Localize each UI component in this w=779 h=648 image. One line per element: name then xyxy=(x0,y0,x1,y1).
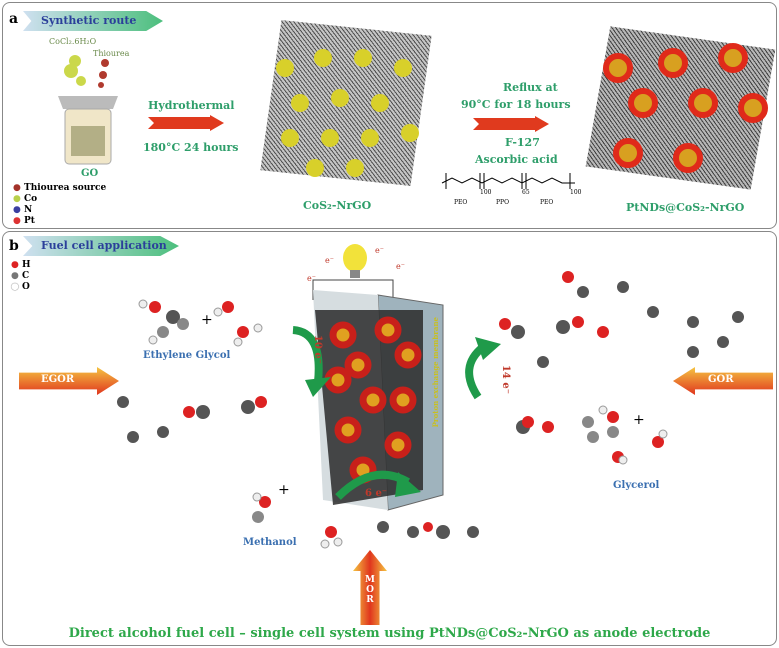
legend-item: ● O xyxy=(11,282,30,292)
block-peo2: PEO xyxy=(540,199,554,206)
legend-item: ● C xyxy=(11,271,30,281)
step1-top: Hydrothermal xyxy=(148,99,235,112)
plus-sign: + xyxy=(201,312,213,328)
molecules xyxy=(117,271,744,549)
polymer-structure xyxy=(441,173,575,189)
product1-label: CoS₂-NrGO xyxy=(303,199,372,212)
arrow-right-icon xyxy=(473,116,549,132)
green-arrow-bottom-icon xyxy=(335,470,421,500)
step2-bottom1: F-127 xyxy=(505,136,540,149)
product2-label: PtNDs@CoS₂-NrGO xyxy=(626,201,745,214)
fuel-cell-illustration xyxy=(312,244,444,511)
circuit-electron: e⁻ xyxy=(375,246,384,255)
block-peo1: PEO xyxy=(454,199,468,206)
cos2-particles xyxy=(276,49,419,177)
circuit-electron: e⁻ xyxy=(325,256,334,265)
electrons-6: 6 e⁻ xyxy=(365,488,388,499)
caption: Direct alcohol fuel cell – single cell s… xyxy=(68,626,711,641)
legend-b: ● H ● C ● O xyxy=(11,260,31,293)
membrane-label: Proton exchange membrane xyxy=(431,317,440,428)
methanol-label: Methanol xyxy=(243,537,297,548)
legend-item: ● N xyxy=(13,205,33,215)
beaker-illustration xyxy=(58,55,118,165)
panel-a-letter: a xyxy=(9,11,19,27)
circuit-electron: e⁻ xyxy=(396,262,405,271)
legend-item: ● H xyxy=(11,260,31,270)
panel-a: a Synthetic route CoCl₂.6H₂O Thiourea GO… xyxy=(2,2,777,229)
electrons-10: 10 e⁻ xyxy=(312,334,324,365)
plus-sign: + xyxy=(633,412,645,428)
step2-top1: Reflux at xyxy=(503,81,558,94)
synthetic-route-tag: Synthetic route xyxy=(23,11,163,31)
sub-peo2: 100 xyxy=(570,189,582,196)
panel-b-letter: b xyxy=(9,238,19,254)
fuel-cell-tag: Fuel cell application xyxy=(23,236,179,256)
ptnds-particles xyxy=(603,43,768,173)
sub-ppo: 65 xyxy=(522,189,530,196)
plus-sign: + xyxy=(278,482,290,498)
legend-item: ● Pt xyxy=(13,216,35,226)
reagent-cocl2: CoCl₂.6H₂O xyxy=(49,37,97,46)
legend-a: ● Thiourea source ● Co ● N ● Pt xyxy=(13,183,106,227)
circuit-electron: e⁻ xyxy=(307,274,316,283)
green-arrow-right-icon xyxy=(465,337,501,400)
beaker-label-go: GO xyxy=(81,168,99,179)
panel-b: b Fuel cell application ● H ● C ● O Ethy… xyxy=(2,231,777,646)
green-arrow-left-icon xyxy=(292,326,331,397)
light-bulb-icon xyxy=(343,244,367,272)
legend-item: ● Co xyxy=(13,194,38,204)
step2-top2: 90°C for 18 hours xyxy=(461,98,571,111)
ethylene-glycol-label: Ethylene Glycol xyxy=(143,350,231,361)
reagent-thiourea: Thiourea xyxy=(93,49,130,58)
arrow-right-icon xyxy=(148,115,224,131)
mor-label: MOR xyxy=(365,575,375,605)
step1-bottom: 180°C 24 hours xyxy=(143,141,239,154)
electrons-14: 14 e⁻ xyxy=(500,364,512,395)
block-ppo: PPO xyxy=(496,199,509,206)
step2-bottom2: Ascorbic acid xyxy=(475,153,558,166)
gor-label: GOR xyxy=(708,374,734,385)
glycerol-label: Glycerol xyxy=(613,480,660,491)
legend-item: ● Thiourea source xyxy=(13,183,107,193)
egor-label: EGOR xyxy=(41,374,75,385)
sub-peo1: 100 xyxy=(480,189,492,196)
